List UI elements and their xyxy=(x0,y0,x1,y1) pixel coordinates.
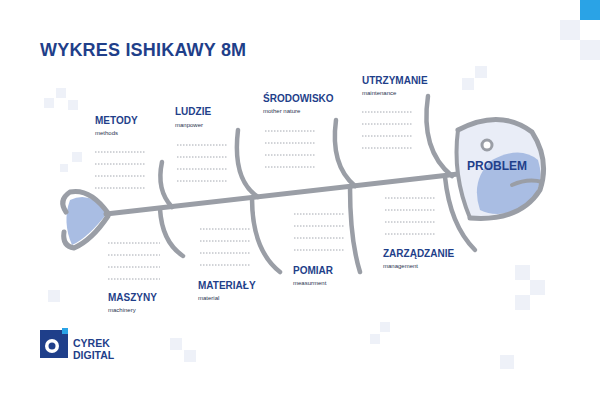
diagram-title: WYKRES ISHIKAWY 8M xyxy=(40,40,246,61)
logo-text: CYREK xyxy=(73,338,110,349)
tail-outline xyxy=(63,191,108,248)
decor-squares xyxy=(44,20,600,369)
category-heading: POMIAR xyxy=(293,265,333,276)
category-subtitle: methods xyxy=(95,130,118,136)
category-heading: MASZYNY xyxy=(108,292,157,303)
bones xyxy=(160,96,475,272)
head-fill xyxy=(457,119,544,218)
category-subtitle: measurment xyxy=(293,280,326,286)
head-outline xyxy=(458,119,544,218)
category-subtitle: manpower xyxy=(175,122,203,128)
eye xyxy=(482,140,492,150)
category-heading: LUDZIE xyxy=(175,106,211,117)
mouth xyxy=(512,181,542,185)
corner-square xyxy=(580,0,600,20)
category-subtitle: material xyxy=(198,295,219,301)
category-heading: ŚRODOWISKO xyxy=(263,93,334,104)
category-heading: METODY xyxy=(95,115,138,126)
category-subtitle: management xyxy=(383,263,418,269)
problem-label: PROBLEM xyxy=(467,159,527,173)
problem-head: PROBLEM xyxy=(463,157,531,175)
gill xyxy=(457,130,471,218)
logo-text: DIGITAL xyxy=(73,350,114,361)
category-subtitle: mother nature xyxy=(263,108,300,114)
logo-icon xyxy=(40,328,68,358)
category-subtitle: maintenance xyxy=(362,90,396,96)
category-heading: ZARZĄDZANIE xyxy=(383,248,454,259)
category-subtitle: machinery xyxy=(108,307,136,313)
category-heading: UTRZYMANIE xyxy=(362,75,428,86)
category-heading: MATERIAŁY xyxy=(198,280,256,291)
